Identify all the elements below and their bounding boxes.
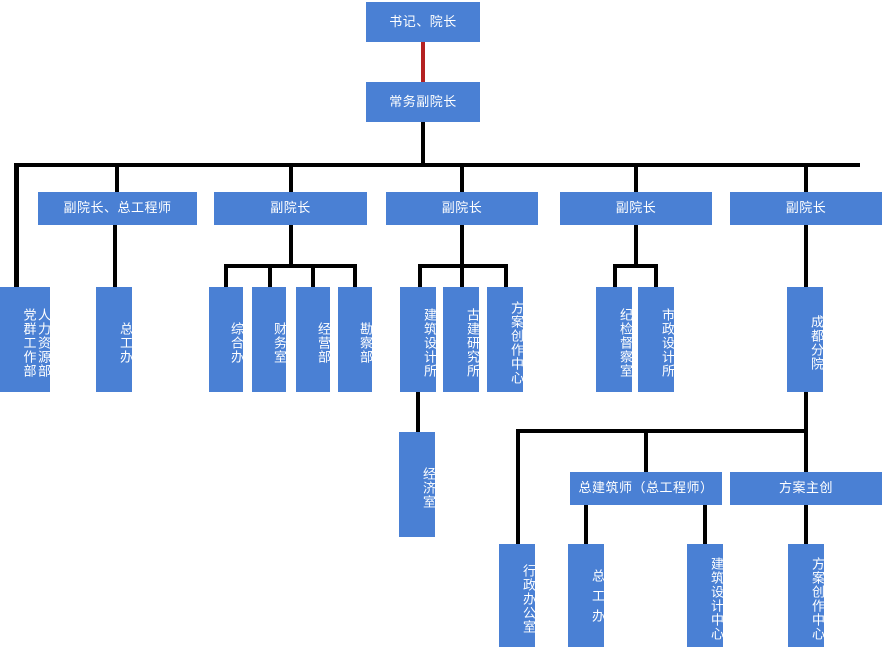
connector-scheme-lead-to-scheme-center bbox=[804, 505, 808, 544]
connector-vp2-drop bbox=[289, 224, 293, 266]
node-chief-architect[interactable]: 总建筑师（总工程师） bbox=[570, 472, 722, 505]
connector-vp4-to-municipal-design-inst bbox=[654, 264, 658, 289]
connector-chief-architect-to-chief-eng-office bbox=[584, 505, 588, 544]
connector-vp2-to-finance-office bbox=[268, 264, 272, 289]
connector-bus-to-vp1 bbox=[115, 163, 119, 193]
connector-bus-to-hr-party bbox=[14, 163, 19, 289]
node-administrative-office[interactable]: 行政办公室 bbox=[499, 544, 536, 647]
connector-bus-to-vp3 bbox=[460, 163, 464, 193]
node-chengdu-branch[interactable]: 成都分院 bbox=[787, 287, 824, 392]
node-municipal-design-institute[interactable]: 市政设计所 bbox=[638, 287, 675, 392]
connector-arch-design-inst-to-economics-office bbox=[416, 392, 420, 434]
connector-vp4-drop bbox=[634, 224, 638, 266]
connector-root-to-exec-vp bbox=[421, 40, 425, 84]
connector-chief-architect-to-arch-design-center bbox=[703, 505, 707, 544]
node-discipline-inspection-office[interactable]: 纪检督察室 bbox=[596, 287, 633, 392]
connector-vp2-bus bbox=[224, 264, 357, 268]
connector-vp2-to-business-dept bbox=[311, 264, 315, 289]
connector-vp4-to-discipline-office bbox=[613, 264, 617, 289]
connector-vp3-drop bbox=[460, 224, 464, 266]
node-executive-vp[interactable]: 常务副院长 bbox=[366, 82, 480, 122]
node-hr-and-party-depts[interactable]: 人力资源部 党群工作部 bbox=[0, 287, 51, 392]
connector-chengdu-to-chief-architect bbox=[644, 429, 648, 474]
connector-vp2-to-survey-dept bbox=[353, 264, 357, 289]
connector-vp1-to-chief-eng-office bbox=[113, 224, 117, 289]
connector-vp4-bus bbox=[613, 264, 658, 268]
connector-vp3-to-scheme-center bbox=[504, 264, 508, 289]
node-survey-department[interactable]: 勘察部 bbox=[338, 287, 373, 392]
node-finance-office[interactable]: 财务室 bbox=[252, 287, 287, 392]
node-vp-chief-engineer[interactable]: 副院长、总工程师 bbox=[38, 192, 197, 225]
connector-vp3-to-ancient-arch-inst bbox=[460, 264, 464, 289]
node-scheme-lead[interactable]: 方案主创 bbox=[730, 472, 882, 505]
connector-chengdu-branch-drop bbox=[804, 392, 808, 432]
node-vp-2[interactable]: 副院长 bbox=[214, 192, 367, 225]
node-chief-engineer-office[interactable]: 总工办 bbox=[96, 287, 133, 392]
node-vp-4[interactable]: 副院长 bbox=[560, 192, 712, 225]
connector-exec-vp-drop bbox=[421, 122, 425, 166]
node-vp-5[interactable]: 副院长 bbox=[730, 192, 882, 225]
connector-bus-to-vp2 bbox=[289, 163, 293, 193]
connector-bus-to-vp5 bbox=[804, 163, 808, 193]
connector-bus-to-vp4 bbox=[634, 163, 638, 193]
node-branch-scheme-creation-center[interactable]: 方案创作中心 bbox=[788, 544, 825, 647]
node-architectural-design-institute[interactable]: 建筑设计所 bbox=[400, 287, 437, 392]
connector-vp2-to-general-office bbox=[224, 264, 228, 289]
node-scheme-creation-center[interactable]: 方案创作中心 bbox=[487, 287, 524, 392]
node-architectural-design-center[interactable]: 建筑设计中心 bbox=[687, 544, 724, 647]
node-ancient-architecture-institute[interactable]: 古建研究所 bbox=[443, 287, 480, 392]
node-business-department[interactable]: 经营部 bbox=[296, 287, 331, 392]
node-economics-office[interactable]: 经济室 bbox=[399, 432, 436, 537]
node-vp-3[interactable]: 副院长 bbox=[386, 192, 538, 225]
connector-vp3-to-arch-design-inst bbox=[418, 264, 422, 289]
connector-level3-bus bbox=[14, 163, 860, 167]
connector-chengdu-bus bbox=[516, 429, 808, 433]
node-root[interactable]: 书记、院长 bbox=[366, 2, 480, 42]
connector-vp5-to-chengdu-branch bbox=[804, 224, 808, 289]
connector-chengdu-to-scheme-lead bbox=[804, 429, 808, 474]
node-general-office[interactable]: 综合办 bbox=[209, 287, 244, 392]
connector-chengdu-to-admin-office bbox=[516, 429, 520, 544]
node-branch-chief-engineer-office[interactable]: 总工办 bbox=[568, 544, 605, 647]
